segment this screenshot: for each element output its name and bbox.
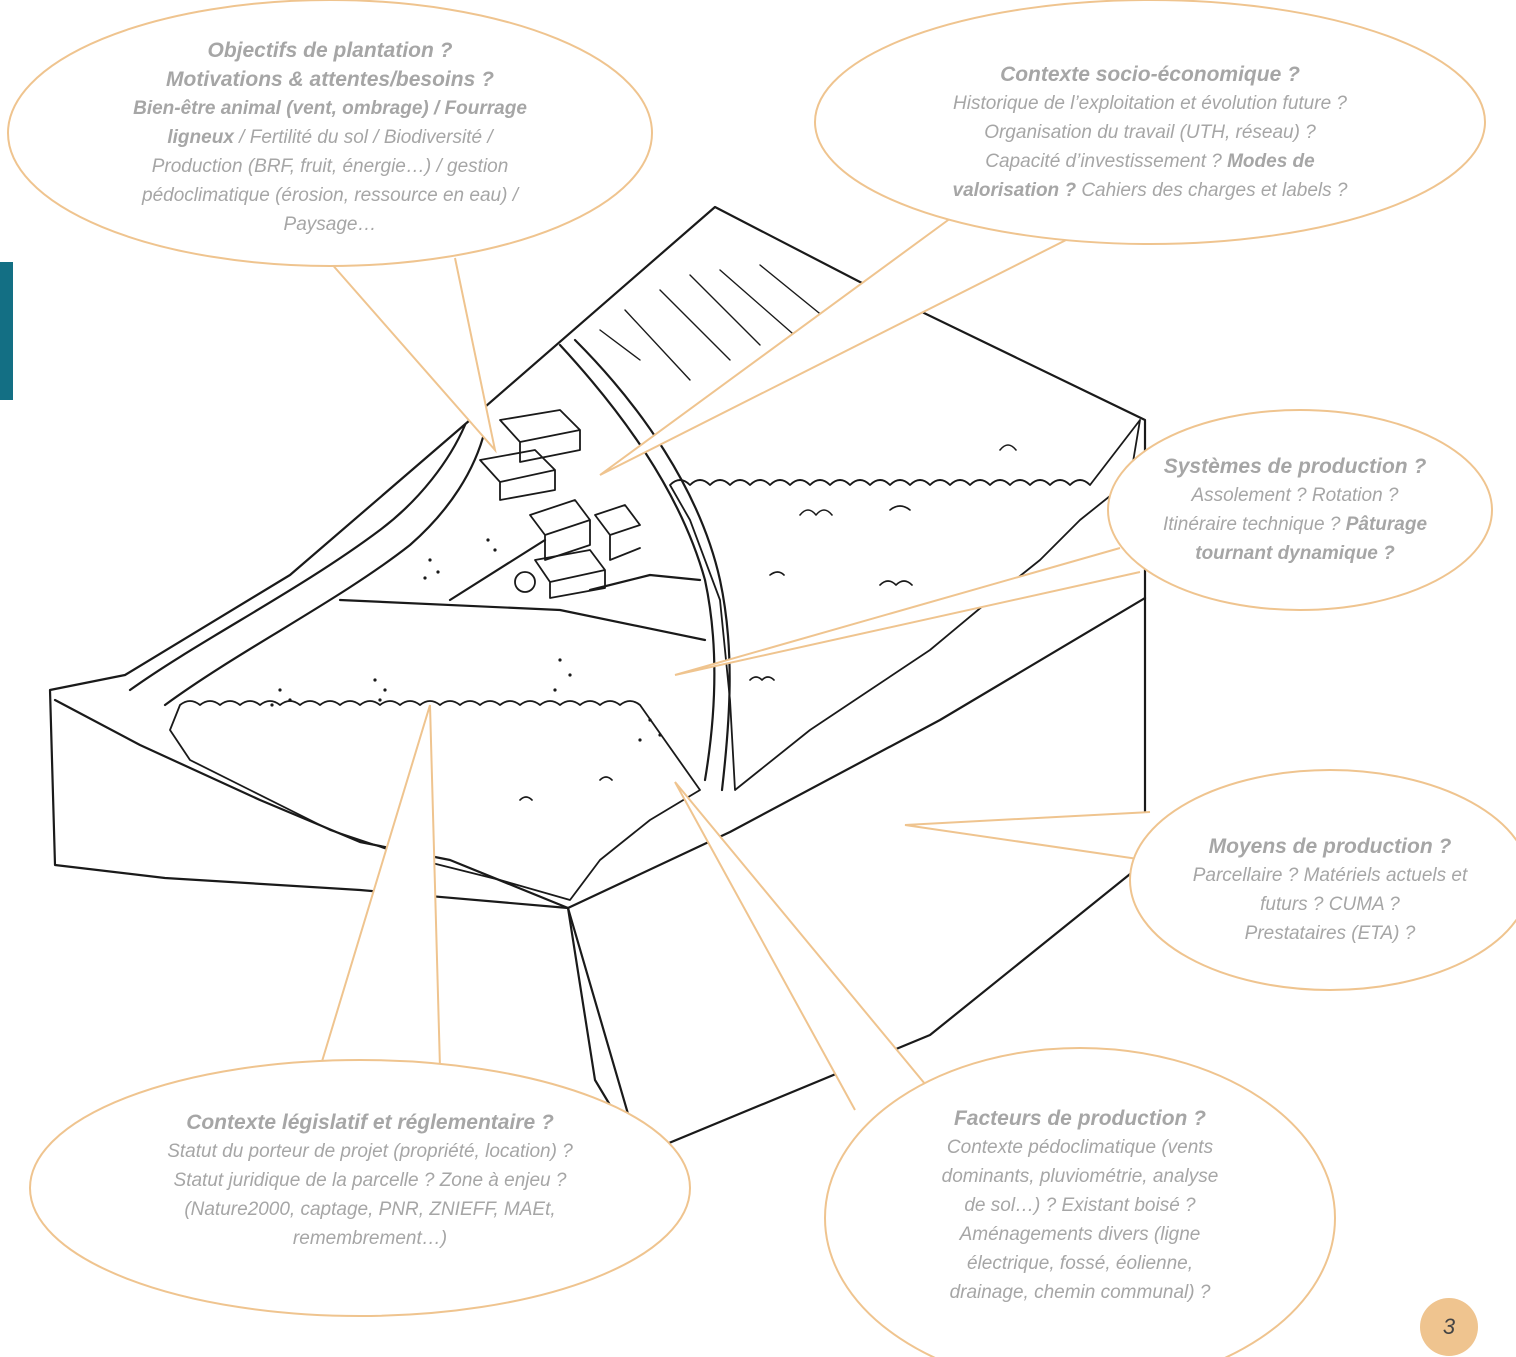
- objectifs-line-5: Paysage…: [283, 214, 377, 235]
- legislatif-line-3: (Nature2000, captage, PNR, ZNIEFF, MAEt,: [184, 1199, 556, 1220]
- river-left-bank: [128, 423, 467, 692]
- moyens-line-2: futurs ? CUMA ?: [1260, 894, 1400, 915]
- bubble-objectifs-pointer: [329, 257, 497, 454]
- road-left: [558, 343, 716, 782]
- socio-line-4a: valorisation ?: [952, 180, 1077, 201]
- facteurs-title: Facteurs de production ?: [953, 1107, 1207, 1130]
- facteurs-line-6: drainage, chemin communal) ?: [949, 1282, 1211, 1303]
- legislatif-line-1: Statut du porteur de projet (propriété, …: [167, 1141, 573, 1162]
- river-right-bank: [163, 428, 487, 707]
- systemes-line-3: tournant dynamique ?: [1195, 543, 1395, 564]
- page-number: 3: [1442, 1314, 1456, 1339]
- bubble-systemes: [1107, 409, 1493, 611]
- systemes-line-2a: Itinéraire technique ?: [1162, 514, 1346, 535]
- bubble-systemes-text: Systèmes de production ? Assolement ? Ro…: [1115, 452, 1475, 568]
- facteurs-line-1: Contexte pédoclimatique (vents: [946, 1137, 1214, 1158]
- field-line-2: [448, 538, 547, 602]
- hedge-right-field: [669, 419, 1141, 791]
- systemes-line-2b: Pâturage: [1345, 514, 1428, 535]
- hedge-front: [169, 700, 701, 901]
- side-tab: [0, 262, 13, 400]
- socio-line-4b: Cahiers des charges et labels ?: [1076, 180, 1348, 201]
- block-side-top-edge: [566, 596, 1147, 910]
- bubble-legislatif-pointer: [319, 704, 441, 1069]
- socio-line-3a: Capacité d’investissement ?: [985, 151, 1228, 172]
- legislatif-title: Contexte législatif et réglementaire ?: [186, 1111, 554, 1134]
- objectifs-title-2: Motivations & attentes/besoins ?: [166, 68, 494, 91]
- objectifs-line-1: Bien-être animal (vent, ombrage) / Fourr…: [133, 98, 527, 119]
- socio-line-1: Historique de l’exploitation et évolutio…: [953, 93, 1347, 114]
- bubble-socio-text: Contexte socio-économique ? Historique d…: [890, 60, 1410, 205]
- road-right: [573, 338, 731, 792]
- socio-line-2: Organisation du travail (UTH, réseau) ?: [984, 122, 1316, 143]
- field-line-1: [338, 598, 707, 642]
- bubble-facteurs-text: Facteurs de production ? Contexte pédocl…: [880, 1104, 1280, 1307]
- socio-title: Contexte socio-économique ?: [1000, 63, 1300, 86]
- objectifs-line-3: Production (BRF, fruit, énergie…) / gest…: [151, 156, 509, 177]
- farm-buildings: [479, 409, 641, 599]
- bubble-moyens-pointer: [904, 811, 1151, 861]
- field-line-3: [588, 573, 702, 592]
- bubble-facteurs-pointer: [674, 781, 931, 1111]
- legislatif-line-4: remembrement…): [292, 1228, 448, 1249]
- bubble-objectifs-text: Objectifs de plantation ? Motivations & …: [60, 36, 600, 239]
- moyens-line-1: Parcellaire ? Matériels actuels et: [1192, 865, 1468, 886]
- systemes-title: Systèmes de production ?: [1163, 455, 1427, 478]
- objectifs-line-2a: ligneux: [167, 127, 234, 148]
- facteurs-line-3: de sol…) ? Existant boisé ?: [964, 1195, 1196, 1216]
- block-outline: [48, 205, 1147, 1157]
- bubble-systemes-pointer: [674, 547, 1141, 676]
- bubble-facteurs: [824, 1047, 1336, 1357]
- page-number-badge: 3: [1420, 1298, 1478, 1356]
- bubble-legislatif: [29, 1059, 691, 1317]
- facteurs-line-5: électrique, fossé, éolienne,: [966, 1253, 1194, 1274]
- objectifs-line-4: pédoclimatique (érosion, ressource en ea…: [142, 185, 518, 206]
- bubble-moyens-text: Moyens de production ? Parcellaire ? Mat…: [1150, 832, 1510, 948]
- objectifs-line-2b: / Fertilité du sol / Biodiversité /: [233, 127, 493, 148]
- facteurs-line-2: dominants, pluviométrie, analyse: [941, 1166, 1219, 1187]
- left-face-top: [53, 698, 570, 910]
- bubble-legislatif-text: Contexte législatif et réglementaire ? S…: [90, 1108, 650, 1253]
- bubble-socio-pointer: [599, 214, 1071, 476]
- bubble-objectifs: [7, 0, 653, 267]
- facteurs-line-4: Aménagements divers (ligne: [959, 1224, 1201, 1245]
- bubble-socio: [814, 0, 1486, 245]
- bubble-moyens: [1129, 769, 1516, 991]
- socio-line-3b: Modes de: [1227, 151, 1315, 172]
- objectifs-title-1: Objectifs de plantation ?: [207, 39, 453, 62]
- systemes-line-1: Assolement ? Rotation ?: [1191, 485, 1399, 506]
- moyens-title: Moyens de production ?: [1208, 835, 1452, 858]
- moyens-line-3: Prestataires (ETA) ?: [1244, 923, 1416, 944]
- legislatif-line-2: Statut juridique de la parcelle ? Zone à…: [173, 1170, 567, 1191]
